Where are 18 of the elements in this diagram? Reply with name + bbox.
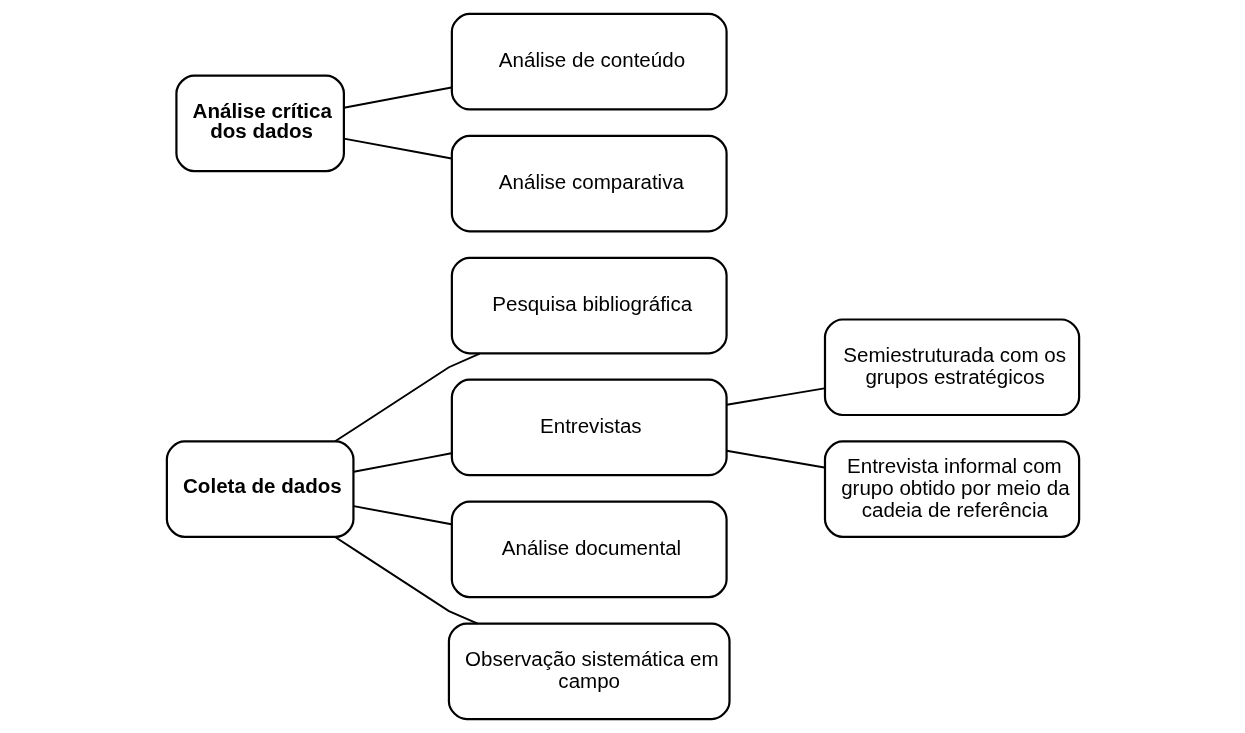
- connector: [725, 449, 825, 469]
- connector: [333, 352, 481, 443]
- node-box: Observação sistemática em campo: [447, 622, 731, 721]
- connector: [342, 86, 452, 109]
- connector: [352, 505, 452, 526]
- connector: [725, 387, 825, 406]
- node-box: Coleta de dados: [165, 440, 355, 538]
- node-box: Pesquisa bibliográfica: [450, 256, 728, 355]
- node-box: Entrevista informal com grupo obtido por meio da cadeia de referência: [823, 440, 1080, 538]
- connector: [333, 536, 479, 625]
- connector: [352, 452, 452, 473]
- node-box: Análise documental: [450, 500, 728, 599]
- connector: [342, 137, 452, 160]
- node-box: Análise crítica dos dados: [174, 74, 345, 173]
- node-box: Entrevistas: [450, 378, 728, 477]
- node-box: Semiestruturada com os grupos estratégicos: [823, 318, 1080, 417]
- node-box: Análise comparativa: [450, 134, 728, 233]
- node-box: Análise de conteúdo: [450, 12, 728, 111]
